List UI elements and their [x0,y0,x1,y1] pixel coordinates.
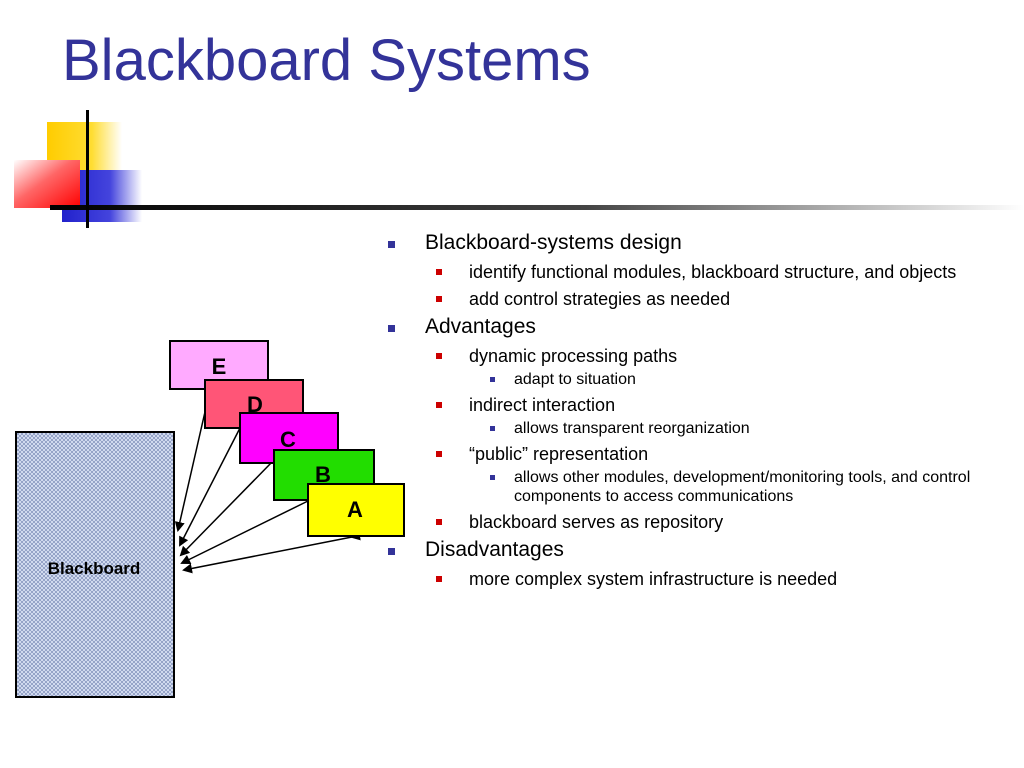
sub-bullet: add control strategies as needed [384,288,1004,310]
square-bullet-icon [436,402,442,408]
bullet-disadvantages: Disadvantages [384,537,1004,563]
bullet-list: Blackboard-systems design identify funct… [384,226,1004,590]
blackboard-box [15,431,175,698]
vertical-rule [86,110,89,228]
blackboard-label: Blackboard [48,559,141,578]
bullet-advantages: Advantages [384,314,1004,340]
sub-bullet: identify functional modules, blackboard … [384,261,1004,283]
square-bullet-icon [490,426,495,431]
sub-bullet: indirect interaction [384,394,1004,416]
square-bullet-icon [388,241,395,248]
sub-bullet: blackboard serves as repository [384,511,1004,533]
module-b-label: B [315,462,331,487]
arrow-a [182,530,361,574]
arrows [174,381,361,574]
square-bullet-icon [436,576,442,582]
square-bullet-icon [436,269,442,275]
square-bullet-icon [436,519,442,525]
square-bullet-icon [388,325,395,332]
sub-sub-bullet: allows other modules, development/monito… [384,468,1004,506]
sub-bullet: “public” representation [384,443,1004,465]
red-square [14,160,80,208]
sub-bullet: more complex system infrastructure is ne… [384,568,1004,590]
arrow-d [179,418,249,547]
square-bullet-icon [436,451,442,457]
module-a-label: A [347,497,363,522]
horizontal-rule [50,205,1024,210]
corner-decoration [14,110,1024,228]
bullet-design: Blackboard-systems design [384,230,1004,256]
module-c-label: C [280,427,296,452]
module-a: A [307,483,405,537]
square-bullet-icon [436,296,442,302]
sub-bullet: dynamic processing paths [384,345,1004,367]
square-bullet-icon [388,548,395,555]
sub-sub-bullet: allows transparent reorganization [384,419,1004,438]
module-e-label: E [212,354,227,379]
square-bullet-icon [436,353,442,359]
blackboard-diagram: Blackboard E D C B A [15,340,405,698]
slide-title: Blackboard Systems [62,28,591,93]
module-d-label: D [247,392,263,417]
sub-sub-bullet: adapt to situation [384,370,1004,389]
square-bullet-icon [490,377,495,382]
arrow-b [180,491,320,564]
square-bullet-icon [490,475,495,480]
